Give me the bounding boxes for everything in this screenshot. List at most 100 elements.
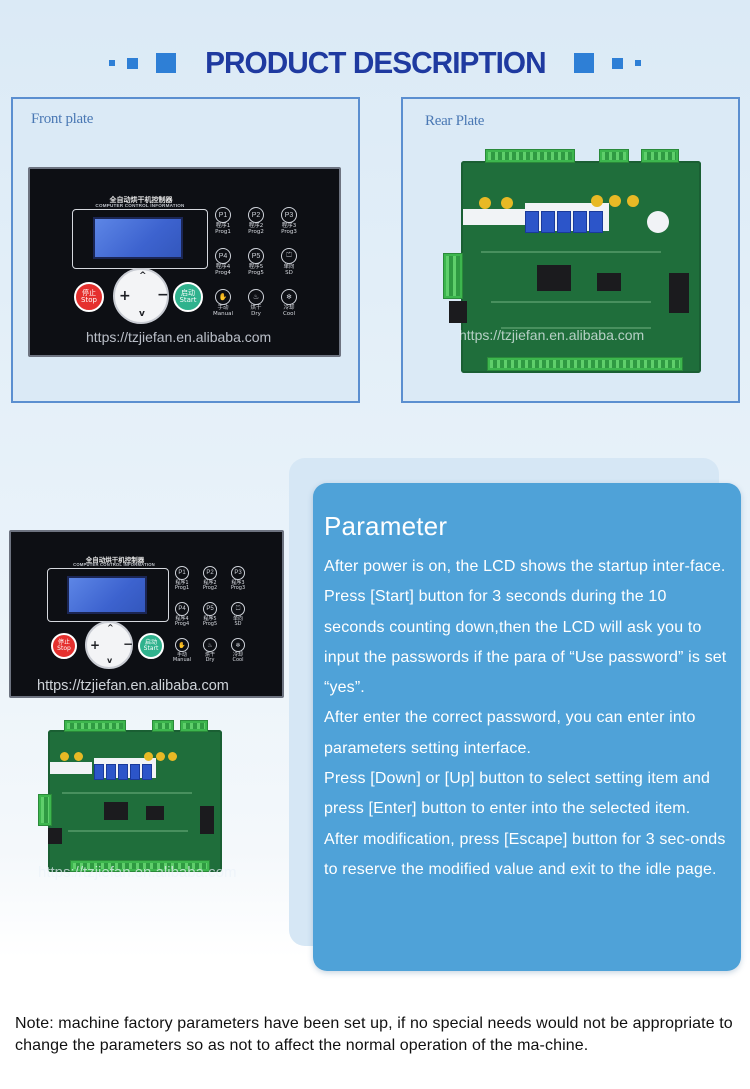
prog3-button[interactable]: P3 <box>281 207 297 223</box>
capacitor <box>609 195 621 207</box>
decor-square <box>612 57 624 69</box>
pcb-watermark: https://tzjiefan.en.alibaba.com <box>38 864 237 881</box>
terminal-block <box>70 860 210 872</box>
arrow-down-icon[interactable]: v <box>107 656 113 665</box>
relay <box>589 211 603 233</box>
front-panel-image: 全自动烘干机控制器 COMPUTER CONTROL INFORMATION 停… <box>28 167 341 357</box>
rear-plate-frame: Rear Plate https://tzjiefan.en.alibaba.c… <box>401 97 740 403</box>
navigation-dpad[interactable]: ^ + − v <box>85 621 133 669</box>
relay <box>573 211 587 233</box>
relay <box>94 764 104 780</box>
relay <box>106 764 116 780</box>
prog4-button[interactable]: P4 <box>215 248 231 264</box>
capacitor <box>479 197 491 209</box>
connector <box>200 806 214 834</box>
dry-button[interactable]: ♨ <box>248 289 264 305</box>
minus-icon[interactable]: − <box>123 637 134 651</box>
terminal-block <box>641 149 679 163</box>
panel-watermark: https://tzjiefan.en.alibaba.com <box>86 329 272 345</box>
front-plate-label: Front plate <box>31 111 94 127</box>
rear-pcb-image: https://tzjiefan.en.alibaba.com <box>443 149 701 373</box>
sd-button[interactable]: ⏍ <box>281 248 297 264</box>
manual-button[interactable]: ✋ <box>215 289 231 305</box>
parameter-paragraph: Press [Down] or [Up] button to select se… <box>324 770 711 818</box>
prog4-button[interactable]: P4 <box>175 602 189 616</box>
arrow-up-icon[interactable]: ^ <box>139 271 147 281</box>
pcb-trace <box>501 327 651 329</box>
arrow-up-icon[interactable]: ^ <box>107 623 114 632</box>
capacitor <box>156 752 165 761</box>
page-title: PRODUCT DESCRIPTION <box>204 45 547 80</box>
ic-chip <box>104 802 128 820</box>
prog3-label-cn: 程序3 <box>231 580 245 586</box>
manual-label-cn: 手动 <box>217 305 229 311</box>
prog1-label-en: Prog1 <box>215 228 231 235</box>
navigation-dpad[interactable]: ^ + − v <box>113 268 169 324</box>
prog2-label-en: Prog2 <box>248 228 264 235</box>
arrow-down-icon[interactable]: v <box>139 309 145 319</box>
pcb-trace <box>491 301 651 303</box>
plus-icon[interactable]: + <box>90 638 101 652</box>
section-header: PRODUCT DESCRIPTION <box>0 40 750 86</box>
component-label <box>647 211 669 233</box>
prog3-label-en: Prog3 <box>281 228 297 235</box>
stop-button[interactable]: 停止 Stop <box>51 633 77 659</box>
start-button[interactable]: 启动 Start <box>138 633 164 659</box>
cool-label-en: Cool <box>232 657 244 664</box>
start-button[interactable]: 启动 Start <box>173 282 203 312</box>
sd-label-en: SD <box>285 269 293 276</box>
prog3-label-en: Prog3 <box>230 585 246 592</box>
capacitor <box>591 195 603 207</box>
sd-button[interactable]: ⏍ <box>231 602 245 616</box>
prog5-button[interactable]: P5 <box>203 602 217 616</box>
cool-button[interactable]: ❄ <box>231 638 245 652</box>
relay <box>557 211 571 233</box>
stop-label-cn: 停止 <box>57 638 70 646</box>
cool-label-en: Cool <box>282 310 296 317</box>
stop-button[interactable]: 停止 Stop <box>74 282 104 312</box>
manual-label-en: Manual <box>213 310 233 317</box>
component-label <box>463 209 525 225</box>
terminal-block <box>599 149 629 163</box>
stop-label-en: Stop <box>57 645 71 652</box>
prog4-label-cn: 程序4 <box>175 616 189 622</box>
prog3-label-cn: 程序3 <box>281 223 297 229</box>
capacitor <box>168 752 177 761</box>
dry-label-cn: 烘干 <box>250 305 262 311</box>
prog1-button[interactable]: P1 <box>215 207 231 223</box>
relay <box>541 211 555 233</box>
decor-square <box>126 57 138 69</box>
start-label-en: Start <box>143 645 159 652</box>
plus-icon[interactable]: + <box>119 288 131 304</box>
terminal-block <box>485 149 575 163</box>
terminal-block <box>487 357 683 371</box>
prog2-button[interactable]: P2 <box>248 207 264 223</box>
dry-button[interactable]: ♨ <box>203 638 217 652</box>
manual-button[interactable]: ✋ <box>175 638 189 652</box>
prog5-label-cn: 程序5 <box>248 264 264 270</box>
prog1-button[interactable]: P1 <box>175 566 189 580</box>
prog5-button[interactable]: P5 <box>248 248 264 264</box>
lcd-screen <box>93 217 183 259</box>
connector <box>669 273 689 313</box>
cool-button[interactable]: ❄ <box>281 289 297 305</box>
panel-subtitle: COMPUTER CONTROL INFORMATION <box>73 562 155 567</box>
dry-label-en: Dry <box>251 310 261 317</box>
sd-label-cn: 单向 <box>232 616 243 622</box>
prog2-button[interactable]: P2 <box>203 566 217 580</box>
minus-icon[interactable]: − <box>157 287 169 303</box>
prog3-button[interactable]: P3 <box>231 566 245 580</box>
capacitor <box>501 197 513 209</box>
prog4-label-cn: 程序4 <box>215 264 231 270</box>
ic-chip <box>537 265 571 291</box>
